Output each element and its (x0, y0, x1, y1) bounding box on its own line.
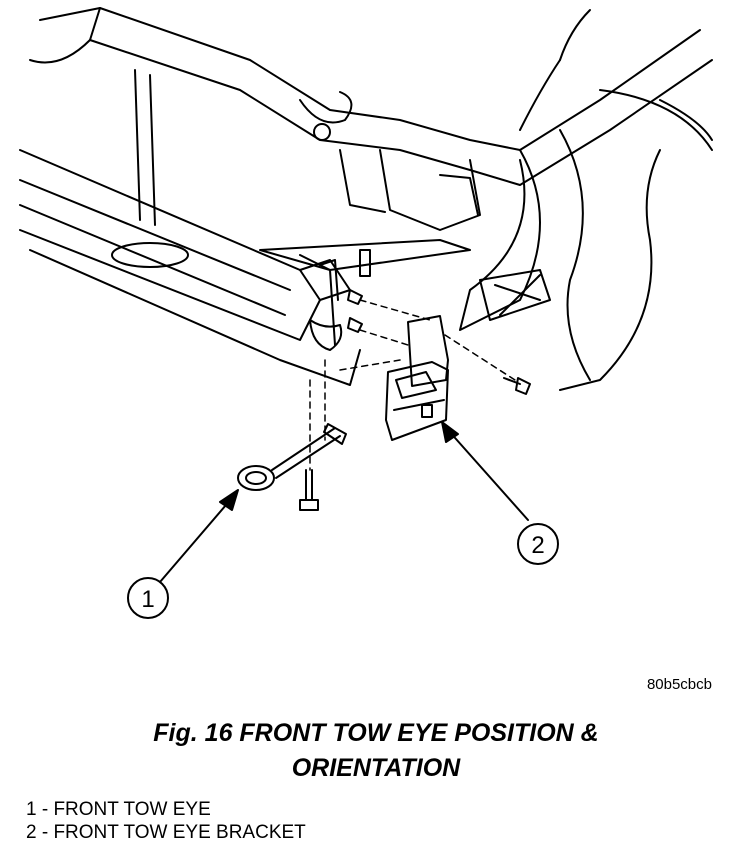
bracket-part (385, 315, 449, 441)
callout-2: 2 (517, 523, 559, 565)
caption-line-1: Fig. 16 FRONT TOW EYE POSITION & (153, 719, 599, 747)
callout-arrow-2 (441, 421, 529, 521)
tow-eye-illustration: 1 2 (19, 7, 713, 619)
bumper-beam (19, 149, 361, 386)
legend: 1 - FRONT TOW EYE 2 - FRONT TOW EYE BRAC… (26, 798, 306, 844)
figure-caption: Fig. 16 FRONT TOW EYE POSITION & ORIENTA… (40, 716, 712, 786)
tow-eye-part (237, 423, 347, 491)
figure-code: 80b5cbcb (646, 676, 712, 693)
callout-1-number: 1 (141, 586, 154, 613)
legend-item-2: 2 - FRONT TOW EYE BRACKET (26, 822, 306, 843)
callout-2-number: 2 (531, 532, 544, 559)
fender (459, 89, 713, 391)
callout-1: 1 (127, 577, 169, 619)
callout-arrow-1 (159, 489, 239, 583)
lower-bolt (299, 469, 319, 511)
alignment-lines (309, 299, 516, 471)
caption-line-2: ORIENTATION (291, 754, 461, 782)
legend-item-1: 1 - FRONT TOW EYE (26, 799, 211, 820)
radiator-support (29, 7, 713, 231)
frame-rail (259, 239, 471, 346)
bracket-bolt (503, 377, 531, 395)
